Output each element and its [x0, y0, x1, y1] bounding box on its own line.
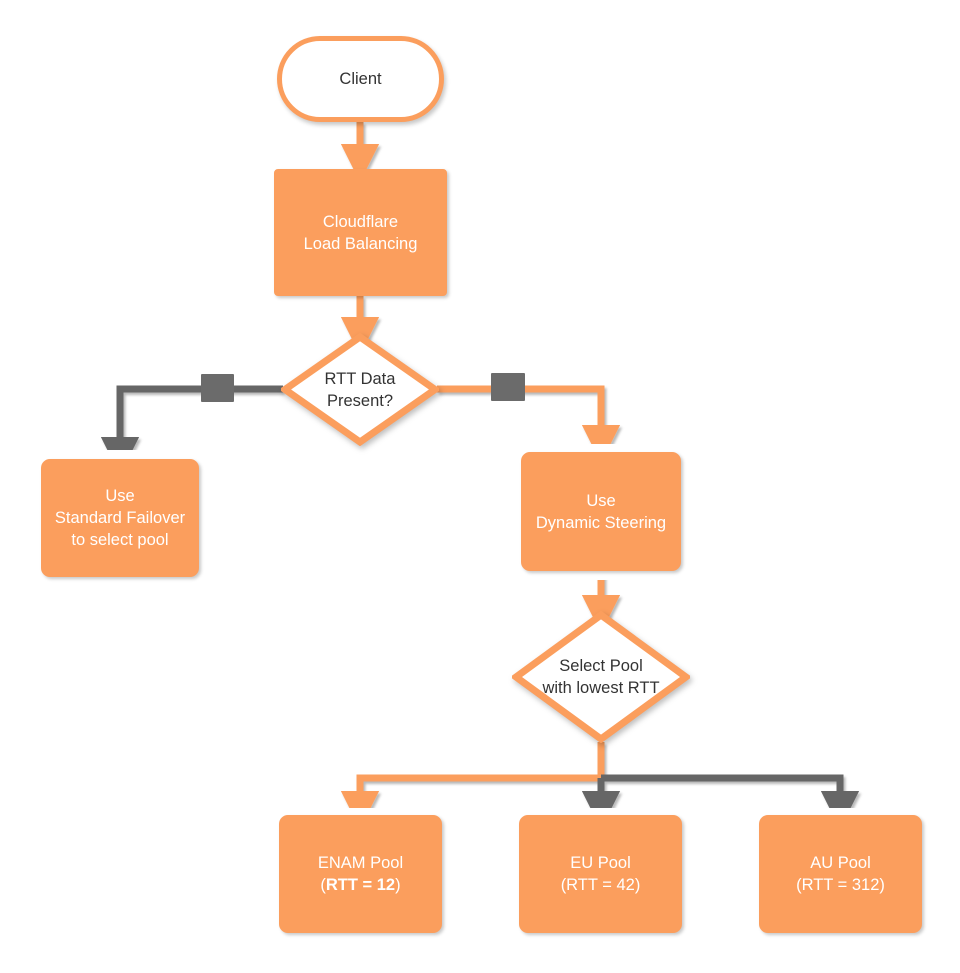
- node-eu-pool-line1: EU Pool: [570, 854, 631, 872]
- node-load-balancing[interactable]: Cloudflare Load Balancing: [274, 169, 447, 296]
- node-eu-pool-label: EU Pool (RTT = 42): [561, 852, 641, 896]
- node-standard-failover-line2: Standard Failover: [54, 509, 186, 527]
- node-enam-pool-rtt-suffix: ): [395, 876, 401, 894]
- node-enam-pool-rtt-prefix: (: [320, 876, 326, 894]
- node-client-label: Client: [339, 70, 382, 88]
- node-enam-pool-label: ENAM Pool (RTT = 12): [318, 852, 403, 896]
- node-enam-pool-rtt: (RTT = 12): [318, 874, 403, 896]
- node-standard-failover-line1: Use: [105, 487, 135, 505]
- edge-select-pool-to-enam-pool: [340, 742, 605, 830]
- edge-select-pool-to-au-pool: [601, 774, 860, 830]
- node-au-pool-line2: (RTT = 312): [796, 876, 885, 894]
- node-standard-failover-label: Use Standard Failover to select pool: [55, 485, 185, 551]
- rtt-decision-diamond-shape: [281, 333, 439, 446]
- node-dynamic-steering[interactable]: Use Dynamic Steering: [521, 452, 681, 571]
- node-eu-pool[interactable]: EU Pool (RTT = 42): [519, 815, 682, 933]
- node-rtt-data-present[interactable]: RTT Data Present?: [281, 333, 439, 446]
- node-au-pool[interactable]: AU Pool (RTT = 312): [759, 815, 922, 933]
- node-dynamic-steering-line1: Use: [586, 491, 616, 510]
- node-enam-pool-line1: ENAM Pool: [317, 854, 404, 872]
- edge-label-yes: [491, 373, 525, 401]
- node-standard-failover-line3: to select pool: [71, 531, 169, 549]
- node-au-pool-line1: AU Pool: [810, 854, 871, 872]
- node-enam-pool-rtt-value: RTT = 12: [325, 876, 396, 894]
- node-standard-failover[interactable]: Use Standard Failover to select pool: [41, 459, 199, 577]
- node-enam-pool[interactable]: ENAM Pool (RTT = 12): [279, 815, 442, 933]
- node-client[interactable]: Client: [277, 36, 444, 122]
- node-load-balancing-line1: Cloudflare: [322, 212, 399, 231]
- node-load-balancing-label: Cloudflare Load Balancing: [304, 211, 418, 255]
- select-pool-diamond-shape: [512, 611, 690, 743]
- node-select-pool[interactable]: Select Pool with lowest RTT: [512, 611, 690, 743]
- edge-label-no: [201, 374, 234, 402]
- node-au-pool-label: AU Pool (RTT = 312): [796, 852, 885, 896]
- node-eu-pool-line2: (RTT = 42): [560, 876, 641, 894]
- node-load-balancing-line2: Load Balancing: [303, 234, 418, 253]
- node-dynamic-steering-line2: Dynamic Steering: [535, 513, 667, 532]
- node-dynamic-steering-label: Use Dynamic Steering: [536, 490, 666, 534]
